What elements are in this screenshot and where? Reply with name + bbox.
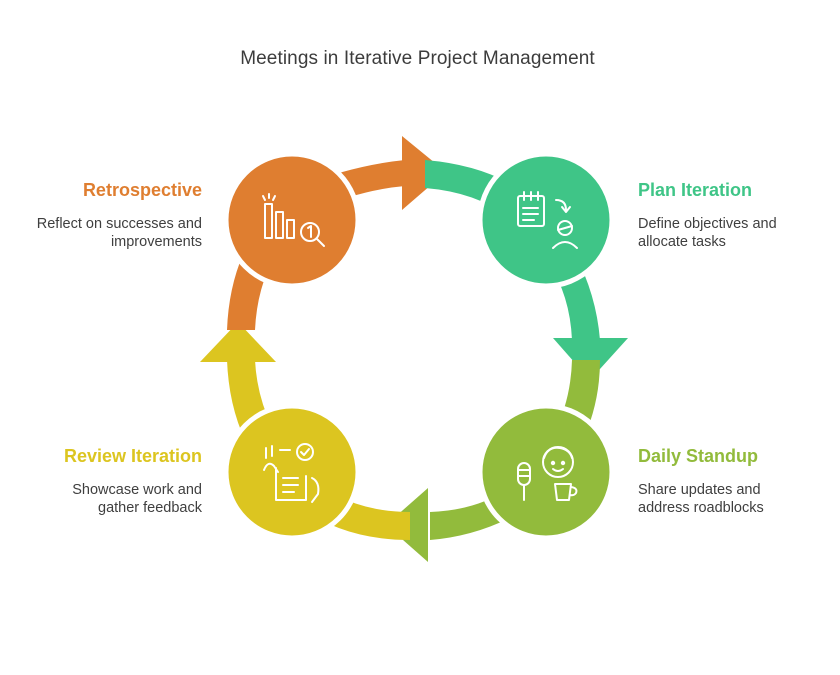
retro-label: Retrospective [82, 180, 202, 200]
standup-desc-line2: address roadblocks [638, 500, 764, 516]
retro-desc-line1: Reflect on successes and [36, 216, 202, 232]
planning-icon [517, 191, 578, 249]
review-desc-line1: Showcase work and [72, 482, 202, 498]
standup-icon [517, 446, 578, 501]
review-description: Showcase work and gather feedback [20, 481, 202, 517]
retrospective-icon [262, 193, 325, 247]
review-desc-line2: gather feedback [98, 500, 202, 516]
plan-desc-line1: Define objectives and [638, 216, 777, 232]
standup-label: Daily Standup [638, 446, 759, 466]
standup-desc-line1: Share updates and [638, 482, 761, 498]
plan-circle [477, 151, 615, 289]
plan-label: Plan Iteration [638, 180, 753, 200]
plan-description: Define objectives and allocate tasks [638, 215, 828, 251]
retro-description: Reflect on successes and improvements [20, 215, 202, 251]
diagram-title: Meetings in Iterative Project Management [240, 48, 595, 69]
standup-description: Share updates and address roadblocks [638, 481, 828, 517]
retro-desc-line2: improvements [110, 234, 202, 250]
plan-desc-line2: allocate tasks [638, 234, 726, 250]
review-label: Review Iteration [63, 446, 202, 466]
review-circle [223, 403, 361, 541]
review-icon [263, 443, 320, 503]
